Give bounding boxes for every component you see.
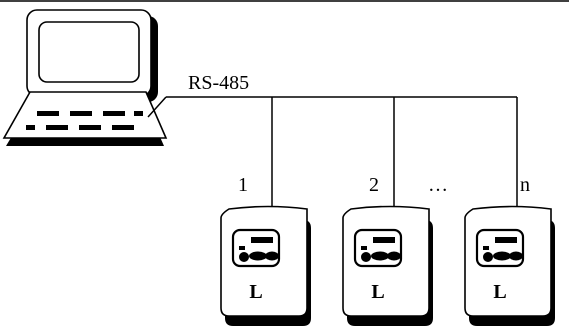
electricity-meter-icon: L bbox=[343, 207, 433, 327]
drop-number-2: 2 bbox=[369, 174, 379, 196]
meter-label-2: L bbox=[371, 281, 384, 303]
ellipsis-label: … bbox=[428, 174, 448, 196]
electricity-meter-icon: L bbox=[465, 207, 555, 327]
bus-label: RS-485 bbox=[188, 72, 249, 94]
meter-label-n: L bbox=[493, 281, 506, 303]
computer-terminal-icon bbox=[4, 10, 166, 146]
drop-number-n: n bbox=[520, 174, 530, 196]
electricity-meter-icon: L bbox=[221, 207, 311, 327]
meter-label-1: L bbox=[249, 281, 262, 303]
drop-number-1: 1 bbox=[238, 174, 248, 196]
rs485-bus bbox=[148, 97, 517, 230]
